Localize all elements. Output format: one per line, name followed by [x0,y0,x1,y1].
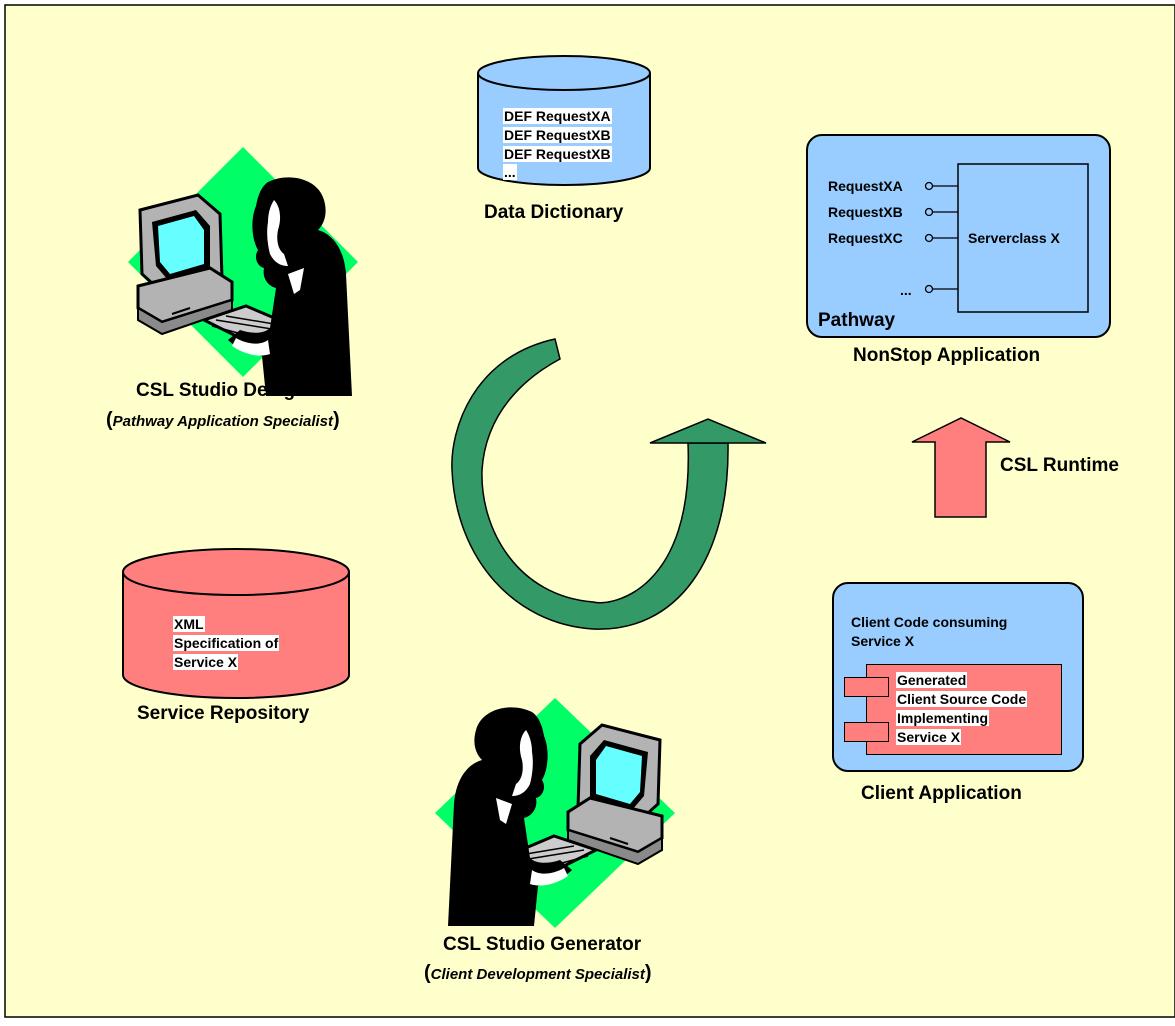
generated-line: Service X [896,729,962,745]
component-tab-bottom [844,722,889,742]
designer-role: (Pathway Application Specialist) [106,409,340,431]
generator-role: (Client Development Specialist) [424,962,652,984]
service-repository-label: Service Repository [137,703,310,724]
repository-line: XML [173,616,205,632]
request-port-label: RequestXA [828,178,903,194]
runtime-arrow-icon [911,417,1011,518]
client-application-label: Client Application [861,783,1022,804]
repository-line: Service X [173,654,239,670]
request-port-label: RequestXC [828,230,903,246]
generator-figure [435,698,675,928]
nonstop-application-label: NonStop Application [853,345,1041,366]
dictionary-entry: DEF RequestXA [503,108,612,124]
generated-line: Client Source Code [896,691,1028,707]
designer-figure [128,147,358,398]
client-header-line: Client Code consuming [851,614,1008,630]
request-port-label: RequestXB [828,204,903,220]
dictionary-entry: DEF RequestXB [503,146,612,162]
service-repository-cylinder [122,548,350,699]
generated-line: Generated [896,672,968,688]
designer-title: CSL Studio Designer [136,380,325,401]
csl-runtime-label: CSL Runtime [1000,455,1119,476]
data-dictionary-label: Data Dictionary [484,202,624,223]
generated-line: Implementing [896,710,990,726]
circular-arrow-icon [451,338,767,630]
dictionary-entry: DEF RequestXB [503,127,612,143]
dictionary-entry: ... [503,164,517,180]
pathway-label: Pathway [818,310,896,331]
serverclass-label: Serverclass X [968,230,1060,246]
component-tab-top [844,677,889,697]
repository-line: Specification of [173,635,280,651]
generator-title: CSL Studio Generator [443,934,642,955]
request-port-label: ... [900,282,912,298]
client-header-line: Service X [851,633,915,649]
